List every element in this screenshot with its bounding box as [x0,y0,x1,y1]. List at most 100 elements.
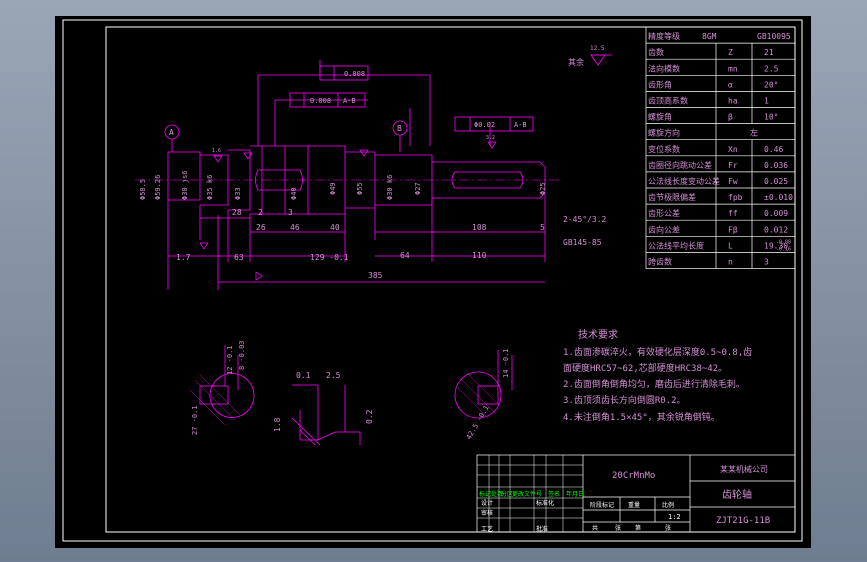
tech-req-line-2: 面硬度HRC57~62,芯部硬度HRC38~42。 [563,362,727,374]
param-table-cell: 1 [764,97,769,106]
tol-runout-mid-a: 0.008 [310,97,331,105]
tb-label-0: 标记 [479,490,491,498]
param-table-cell: 21 [764,48,774,57]
dim-3: 3 [288,208,293,217]
dim-d2: Φ35 k6 [206,175,214,200]
param-table-cell: 19.30 [764,241,788,250]
title-block-grid [477,455,583,532]
sec-a-width: 8 -0.03 [238,340,246,370]
tb-role-3: 工艺 [481,525,493,533]
dim-46: 46 [290,223,300,232]
dim-63: 63 [234,253,244,262]
tb-label-4: 签名 [548,490,560,498]
param-table-cell: 螺旋角 [648,112,672,122]
tb-scale: 1:2 [668,513,681,521]
dim-5: 5 [540,223,545,232]
roughness-small-a: 1.6 [212,148,221,154]
tb-role-2: 审核 [481,509,493,517]
tb-role-1: 标准化 [536,499,554,507]
tb-material: 20CrMnMo [612,471,655,481]
tech-requirements: 技术要求 1.齿面渗碳淬火，有效硬化层深度0.5~0.8,齿 面硬度HRC57~… [563,328,752,423]
dim-d11: Φ49 [329,182,337,195]
dim-2: 2 [258,208,263,217]
datum-b-label: B [397,124,402,133]
tb-label-2: 分区 [501,490,513,498]
detail-02: 0.2 [365,409,374,424]
dim-17: 1.7 [176,253,191,262]
roughness-small-b: 3.2 [486,135,495,141]
param-table-cell: 左 [750,128,758,138]
param-table-cell: 公法线平均长度 [648,240,704,250]
tol-cyl-a: Φ0.02 [474,121,495,129]
param-table-cell: ff [728,209,738,218]
detail-18: 1.8 [273,417,282,432]
tb-label-3: 更改文件号 [512,490,542,498]
param-table-cell: Fβ [728,225,738,234]
dim-keyway: 2-45°/3.2 [563,215,607,224]
param-tol-upper: -0.08 [776,239,791,245]
tb-sheet-0: 共 [592,524,598,532]
param-table-cell: 螺旋方向 [648,128,680,138]
param-table-cell: Fr [728,161,738,170]
dim-d3: Φ40 [290,187,298,200]
param-table-cell: L [728,241,733,250]
detail-view [291,384,361,446]
diameter-labels: Φ58.5 Φ59.26 Φ30 js6 Φ35 k6 Φ33 Φ40 Φ49 … [139,170,547,200]
outer-frame [62,19,803,542]
shaft-geometry [135,60,560,290]
param-table-cell: 3 [764,258,769,267]
dim-40: 40 [330,223,340,232]
param-table-cell: 齿圈径向跳动公差 [648,160,712,170]
param-table-border [645,26,796,269]
param-table-cell: 0.012 [764,225,788,234]
tb-company: 某某机械公司 [720,464,768,474]
param-table-cell: α [728,80,733,89]
section-b [454,350,513,419]
roughness-top-value: 12.5 [590,45,605,52]
dim-28: 28 [232,208,242,217]
tb-role-4: 批准 [536,525,548,533]
dim-64: 64 [400,251,410,260]
param-table-cell: n [728,258,733,267]
tb-label-5: 年月日 [566,490,584,498]
tb-sheet-1: 张 [615,524,621,532]
inner-frame [105,26,796,533]
param-table-cell: Fw [728,177,738,186]
datum-a-label: A [169,128,174,137]
detail-01: 0.1 [296,371,311,380]
dim-129: 129 -0.1 [310,253,349,262]
param-table-cell: 0.46 [764,145,783,154]
title-block-text: 标记 处数 分区 更改文件号 签名 年月日 设计 标准化 审核 工艺 批准 阶段… [479,490,674,533]
dim-108: 108 [472,223,487,232]
detail-25: 2.5 [326,371,341,380]
param-table-cell: 齿形公差 [648,208,680,218]
tb-label-1: 处数 [491,490,503,498]
param-table-cell: ha [728,97,738,106]
tech-req-line-3: 2.齿面倒角倒角均匀，磨齿后进行清除毛刺。 [563,378,745,390]
tech-req-line-5: 4.未注倒角1.5×45°，其余锐角倒钝。 [563,411,720,423]
section-a [189,345,255,426]
param-table-cell: Z [728,48,733,57]
tb-sheet-2: 第 [635,524,641,532]
param-table-cell: 10° [764,113,778,122]
roughness-marks [199,141,497,281]
param-table-cell: 齿节极限偏差 [648,192,696,202]
param-table-cell: 法向模数 [648,63,680,73]
tolerance-frames [289,65,534,132]
sec-a-depth: 12 -0.1 [226,345,234,375]
param-table-cell: β [728,113,733,122]
tol-runout-mid-b: A-B [343,97,356,105]
dim-d8: Φ25 [539,182,547,195]
dim-26: 26 [256,223,266,232]
tech-req-line-1: 1.齿面渗碳淬火，有效硬化层深度0.5~0.8,齿 [563,346,752,358]
param-table-cell: 0.036 [764,161,788,170]
param-table-cell: 齿向公差 [648,224,680,234]
tol-runout-top: 0.008 [344,70,365,78]
dim-d5: Φ59.26 [154,175,162,200]
param-table-cell: fpb [728,193,743,202]
title-block [476,454,796,533]
param-table-cell: 齿形角 [648,79,672,89]
dim-d10: Φ27 [414,182,422,195]
